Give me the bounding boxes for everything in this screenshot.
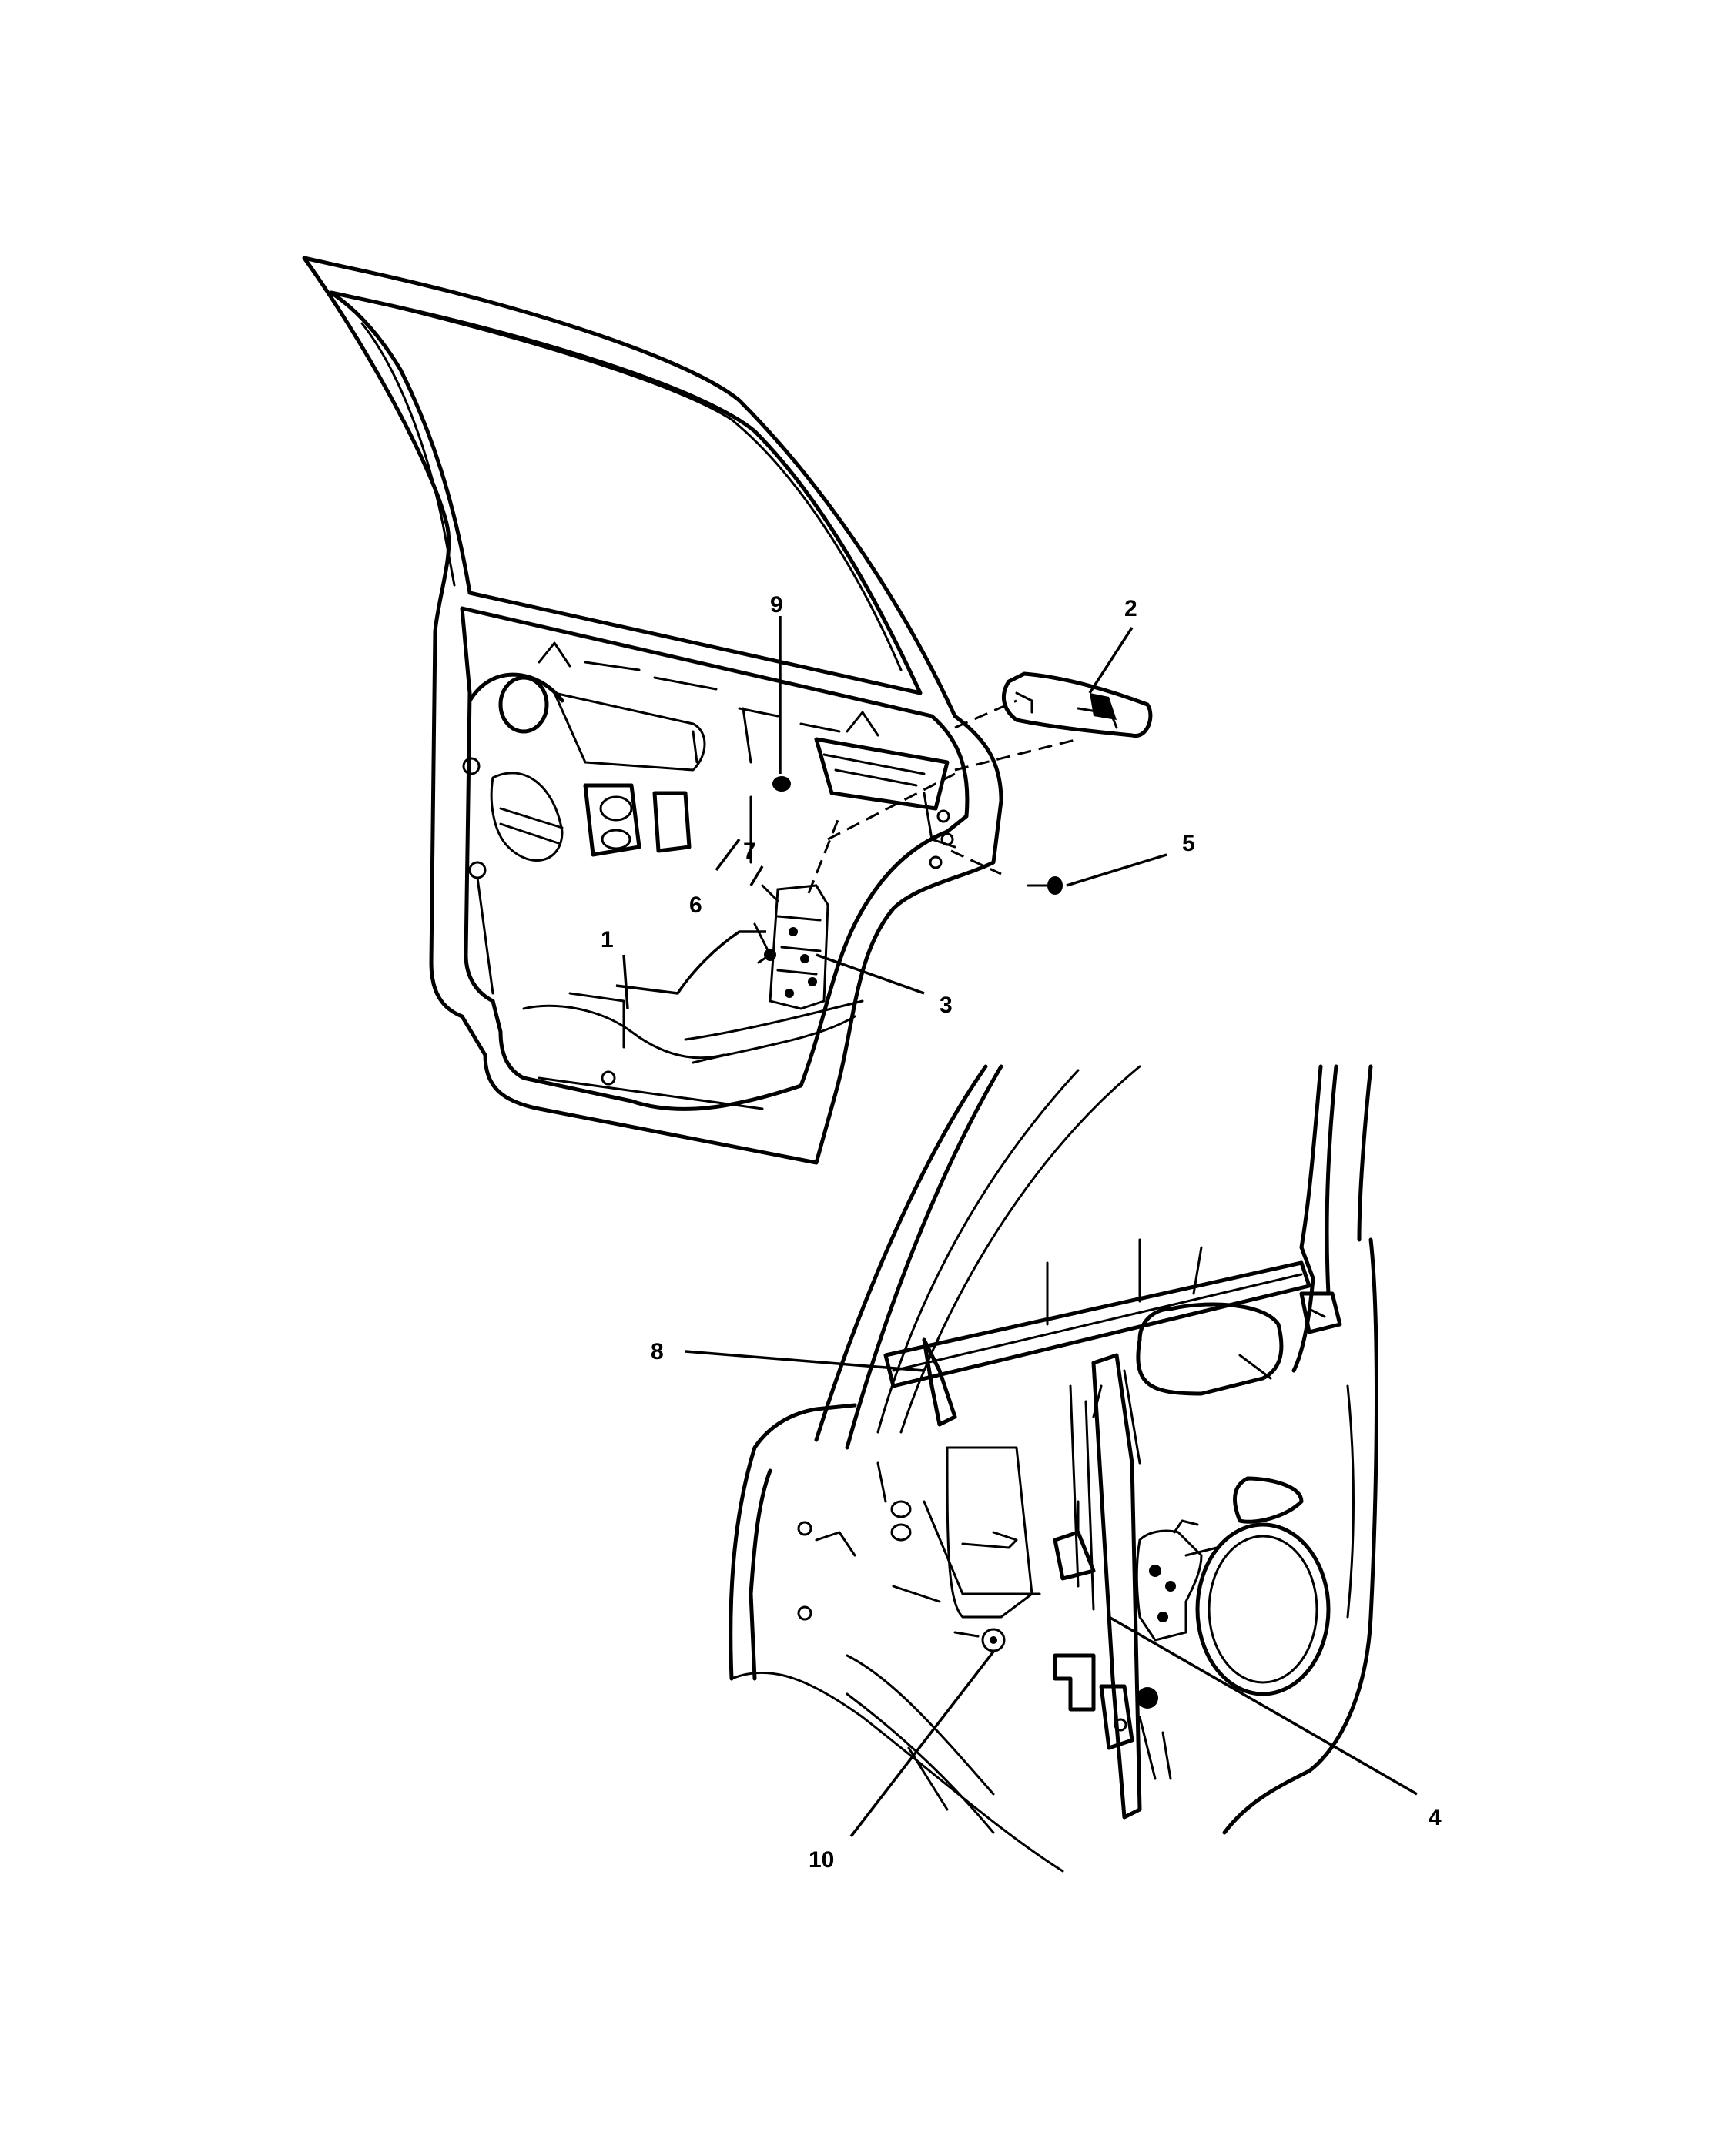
- inside-handle-part: [1001, 671, 1153, 738]
- screw-part: [1027, 876, 1063, 895]
- callout-4: 4: [1108, 1615, 1442, 1830]
- callout-8: 8: [651, 1339, 925, 1372]
- callout-label-4: 4: [1429, 1805, 1442, 1830]
- callout-label-9: 9: [770, 592, 783, 618]
- callout-10: 10: [809, 1650, 995, 1873]
- callout-label-10: 10: [809, 1847, 834, 1873]
- callout-label-1: 1: [601, 927, 614, 952]
- upper-door-assembly: [302, 256, 1079, 1165]
- callout-label-3: 3: [940, 993, 953, 1018]
- callout-7: 7: [743, 839, 764, 886]
- callout-label-8: 8: [651, 1339, 664, 1364]
- callout-9: 9: [770, 592, 783, 774]
- callout-1: 1: [601, 927, 766, 1009]
- callout-6: 6: [689, 838, 741, 918]
- callout-label-2: 2: [1124, 596, 1137, 621]
- callout-2: 2: [1088, 596, 1137, 694]
- callout-label-6: 6: [689, 892, 702, 918]
- callout-label-7: 7: [743, 839, 756, 864]
- callout-3: 3: [816, 953, 953, 1018]
- lower-door-assembly: [729, 1064, 1378, 1873]
- callout-label-5: 5: [1182, 831, 1195, 856]
- callout-5: 5: [1066, 831, 1195, 887]
